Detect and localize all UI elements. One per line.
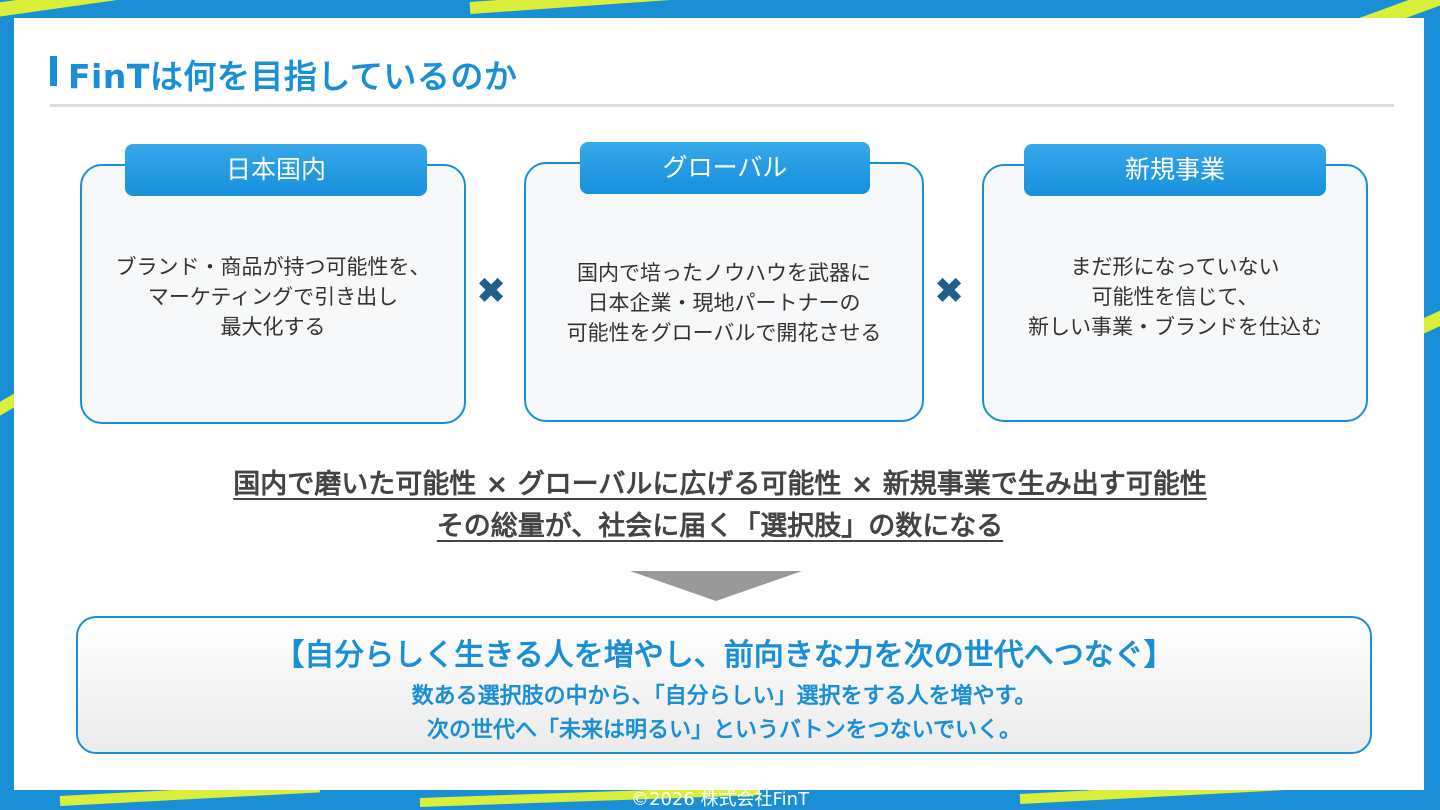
card-text-line: 可能性を信じて、 [1091,285,1259,309]
card-new-business-body: まだ形になっていない 可能性を信じて、 新しい事業・ブランドを仕込む [994,252,1356,342]
card-text-line: 国内で培ったノウハウを武器に [577,261,871,285]
card-text-line: まだ形になっていない [1070,255,1280,279]
card-global: グローバル 国内で培ったノウハウを武器に 日本企業・現地パートナーの 可能性をグ… [524,142,924,422]
mission-line-1: 数ある選択肢の中から、「自分らしい」選択をする人を増やす。 [411,684,1037,709]
card-text-line: 最大化する [220,315,326,339]
card-domestic-tab: 日本国内 [125,144,427,196]
card-domestic: 日本国内 ブランド・商品が持つ可能性を、 マーケティングで引き出し 最大化する [80,144,466,424]
summary-line-1: 国内で磨いた可能性 × グローバルに広げる可能性 × 新規事業で生み出す可能性 [233,469,1207,500]
card-domestic-body: ブランド・商品が持つ可能性を、 マーケティングで引き出し 最大化する [92,252,454,342]
down-arrow-icon [630,571,802,601]
card-text-line: マーケティングで引き出し [147,285,399,309]
title-accent-bar [50,56,57,86]
mission-box: 【自分らしく生きる人を増やし、前向きな力を次の世代へつなぐ】 数ある選択肢の中か… [76,616,1372,754]
copyright: ©2026 株式会社FinT [631,789,809,810]
card-new-business: 新規事業 まだ形になっていない 可能性を信じて、 新しい事業・ブランドを仕込む [982,144,1368,422]
card-text-line: ブランド・商品が持つ可能性を、 [115,255,431,279]
mission-headline: 【自分らしく生きる人を増やし、前向きな力を次の世代へつなぐ】 [274,638,1174,673]
card-text-line: 新しい事業・ブランドを仕込む [1028,315,1322,339]
card-text-line: 日本企業・現地パートナーの [587,291,861,315]
card-global-body: 国内で培ったノウハウを武器に 日本企業・現地パートナーの 可能性をグローバルで開… [536,258,912,348]
summary-line-2: その総量が、社会に届く「選択肢」の数になる [436,511,1004,542]
title-divider [50,104,1394,107]
bg-stripe [469,0,690,14]
multiply-icon: ✖ [476,271,507,312]
page-title: FinTは何を目指しているのか [68,57,518,96]
card-global-tab: グローバル [580,142,870,194]
multiply-icon: ✖ [934,271,965,312]
mission-line-2: 次の世代へ「未来は明るい」というバトンをつないでいく。 [426,718,1021,743]
card-text-line: 可能性をグローバルで開花させる [566,321,882,345]
card-new-business-tab: 新規事業 [1024,144,1326,196]
